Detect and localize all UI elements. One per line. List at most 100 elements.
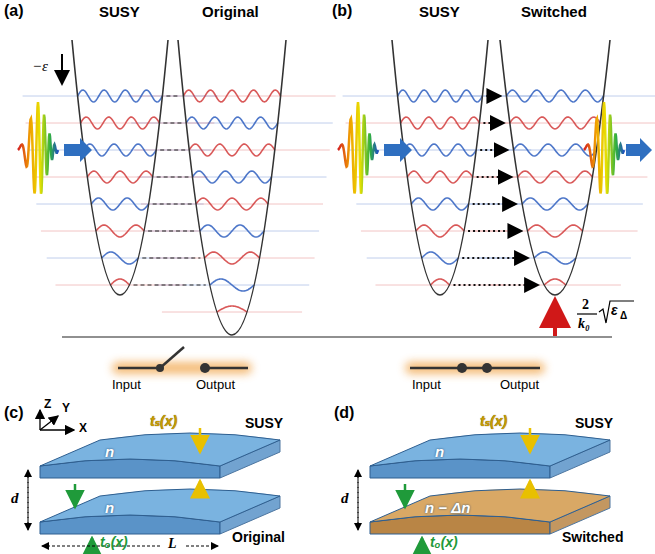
separation-dimension	[28, 470, 29, 530]
level-match-line	[157, 177, 189, 178]
wave-tail	[41, 231, 199, 232]
length-dimension	[186, 546, 218, 547]
dimension-label: L	[168, 536, 177, 551]
level-transfer-arrow	[477, 176, 512, 178]
level-transfer-arrow	[468, 230, 521, 232]
level-transfer-arrow	[454, 284, 539, 286]
waveguide-title: Switched	[562, 530, 623, 545]
switch-glow	[112, 362, 252, 374]
potential-shift-arrow	[553, 300, 557, 336]
output-arrow	[626, 138, 652, 162]
wavefunction	[510, 117, 600, 129]
wavefunction	[91, 198, 148, 210]
port-label: Input	[112, 378, 141, 392]
sqrt-sign	[599, 301, 634, 323]
formula-numerator: 2	[582, 297, 589, 312]
panel-letter: (a)	[4, 2, 24, 20]
index-label: n	[105, 444, 114, 461]
thickness-arrow	[199, 428, 202, 452]
wave-tail	[463, 177, 648, 178]
wavefunction	[102, 252, 139, 264]
switch-contact	[482, 363, 492, 373]
wave-tail	[162, 312, 302, 313]
level-transfer-arrow	[486, 95, 500, 97]
port-label: Input	[412, 378, 441, 392]
thickness-label: tₒ(x)	[430, 535, 458, 550]
formula-denominator: k₀	[578, 316, 590, 331]
level-match-line	[153, 204, 192, 205]
x-axis	[40, 429, 74, 430]
level-match-line	[134, 285, 206, 286]
slab-top-face	[40, 433, 280, 466]
thickness-label: tₒ(x)	[100, 535, 128, 550]
energy-shift-label: −ε	[32, 58, 48, 75]
input-arrow	[64, 138, 92, 162]
thickness-arrow	[529, 481, 532, 497]
fraction-bar	[577, 313, 597, 314]
wavefunction	[200, 225, 264, 237]
wavefunction	[416, 225, 464, 237]
potential-title: SUSY	[419, 4, 460, 21]
switch-glow	[405, 362, 545, 374]
wavefunction	[78, 90, 163, 102]
index-label: n	[435, 444, 444, 461]
dimension-label: d	[341, 490, 349, 507]
thickness-arrow	[421, 538, 424, 553]
level-transfer-arrow	[462, 257, 528, 259]
waveguide-slabs	[28, 428, 610, 553]
wavefunction	[506, 90, 603, 102]
level-transfer-arrow	[473, 203, 516, 205]
axis-label: X	[79, 422, 87, 435]
level-match-line	[142, 258, 200, 259]
level-match-line	[160, 150, 185, 151]
thickness-arrow	[529, 428, 532, 452]
switch-wire	[118, 367, 160, 370]
wavefunction	[518, 171, 593, 183]
panel-letter: (c)	[4, 404, 24, 422]
wavefunction	[431, 279, 450, 285]
wavefunction	[87, 171, 152, 183]
switch-lever	[160, 347, 184, 368]
panel-letter: (b)	[332, 2, 352, 20]
thickness-label: tₛ(x)	[480, 414, 507, 429]
axis-label: Y	[62, 402, 70, 415]
wavefunction	[210, 279, 254, 291]
switch-pivot	[156, 364, 164, 372]
level-match-line	[166, 96, 179, 97]
port-label: Output	[500, 378, 539, 392]
wavefunction	[534, 252, 576, 264]
wave-tail	[32, 177, 207, 178]
thickness-arrow	[199, 481, 202, 497]
susy-potential	[392, 40, 488, 295]
potential-title: Original	[202, 4, 259, 21]
switch-wire	[410, 367, 540, 370]
waveguide-title: SUSY	[575, 416, 613, 431]
wavefunction	[422, 252, 459, 264]
light-pulses	[18, 102, 624, 194]
axis-label: Z	[44, 398, 51, 411]
slab-top-face	[370, 433, 610, 466]
formula-symbol: ε	[611, 303, 618, 318]
potential-title: Switched	[521, 4, 587, 21]
wavefunctions	[23, 90, 655, 312]
input-arrow	[384, 138, 412, 162]
energy-shift-arrow	[61, 54, 63, 84]
wavefunction	[527, 225, 582, 237]
thickness-label: tₛ(x)	[150, 414, 177, 429]
z-axis	[39, 410, 40, 430]
original-potential	[178, 40, 286, 335]
separation-dimension	[358, 470, 359, 530]
separation-dimension	[358, 470, 359, 530]
optical-pulse	[338, 102, 378, 194]
wave-tail	[141, 204, 323, 205]
optical-pulse	[18, 102, 58, 194]
separation-dimension	[28, 470, 29, 530]
waveguide-title: Original	[232, 530, 285, 545]
optical-pulse	[584, 102, 624, 194]
port-label: Output	[196, 378, 235, 392]
wavefunction	[111, 279, 130, 285]
wavefunction	[204, 252, 259, 264]
level-transfer-arrow	[480, 149, 507, 151]
